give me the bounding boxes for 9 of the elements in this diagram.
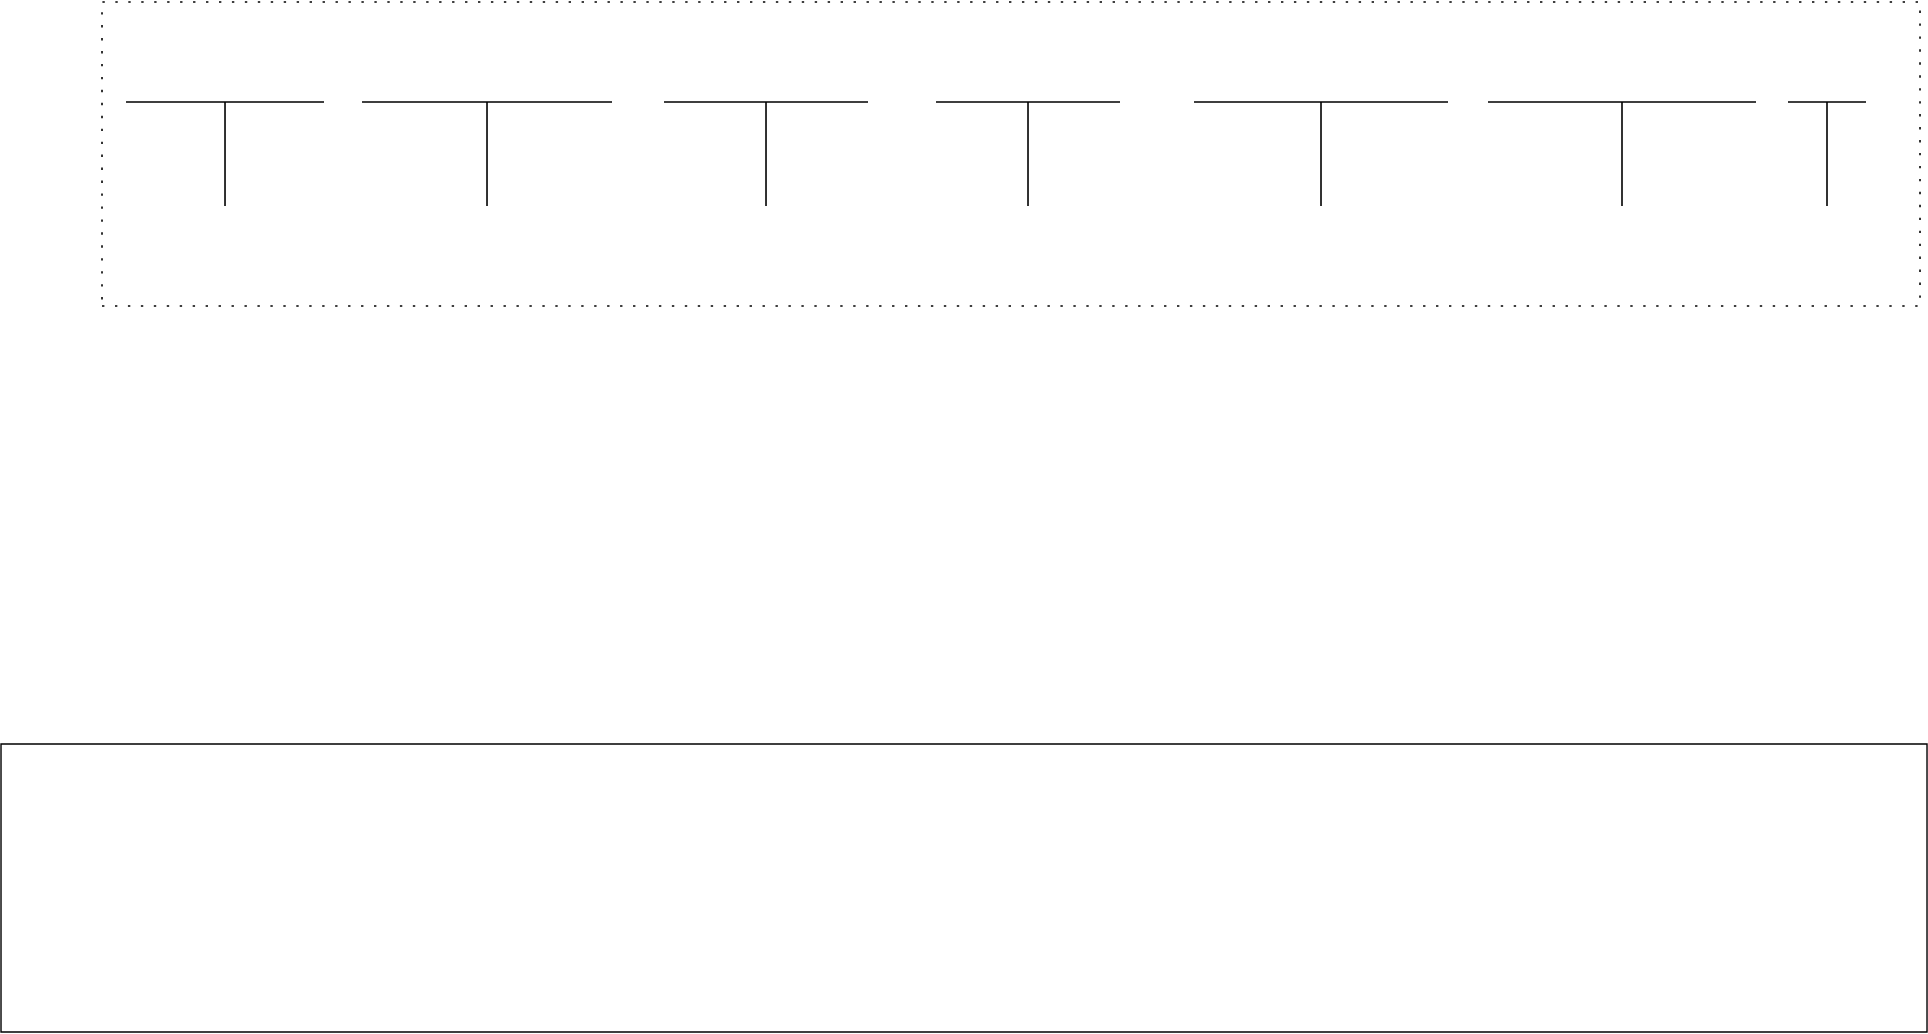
t-bar bbox=[125, 101, 325, 207]
t-bar bbox=[935, 101, 1121, 207]
t-bar bbox=[361, 101, 613, 207]
dotted-frame bbox=[101, 1, 1921, 307]
rectangle-box bbox=[0, 743, 1928, 1033]
t-bar bbox=[663, 101, 869, 207]
t-bar bbox=[1193, 101, 1449, 207]
t-bar bbox=[1487, 101, 1757, 207]
t-bar bbox=[1787, 101, 1867, 207]
